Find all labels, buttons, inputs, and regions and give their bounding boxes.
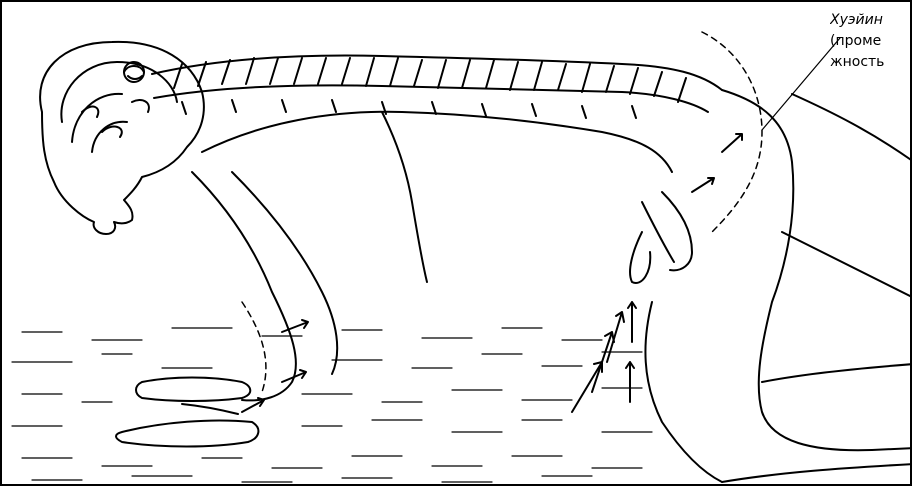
label-line-1: Хуэйин (830, 10, 910, 31)
energy-arrows (242, 134, 742, 412)
torso-and-arm (192, 112, 692, 401)
label-line-2: (проме (830, 31, 910, 52)
body-outline (645, 90, 912, 482)
spine-column (152, 56, 722, 118)
ground-hatching (12, 328, 652, 482)
label-line-3: жность (830, 52, 910, 73)
label-leader-line (762, 38, 840, 130)
hands (116, 378, 258, 447)
perineum-label: Хуэйин (проме жность (830, 10, 910, 73)
